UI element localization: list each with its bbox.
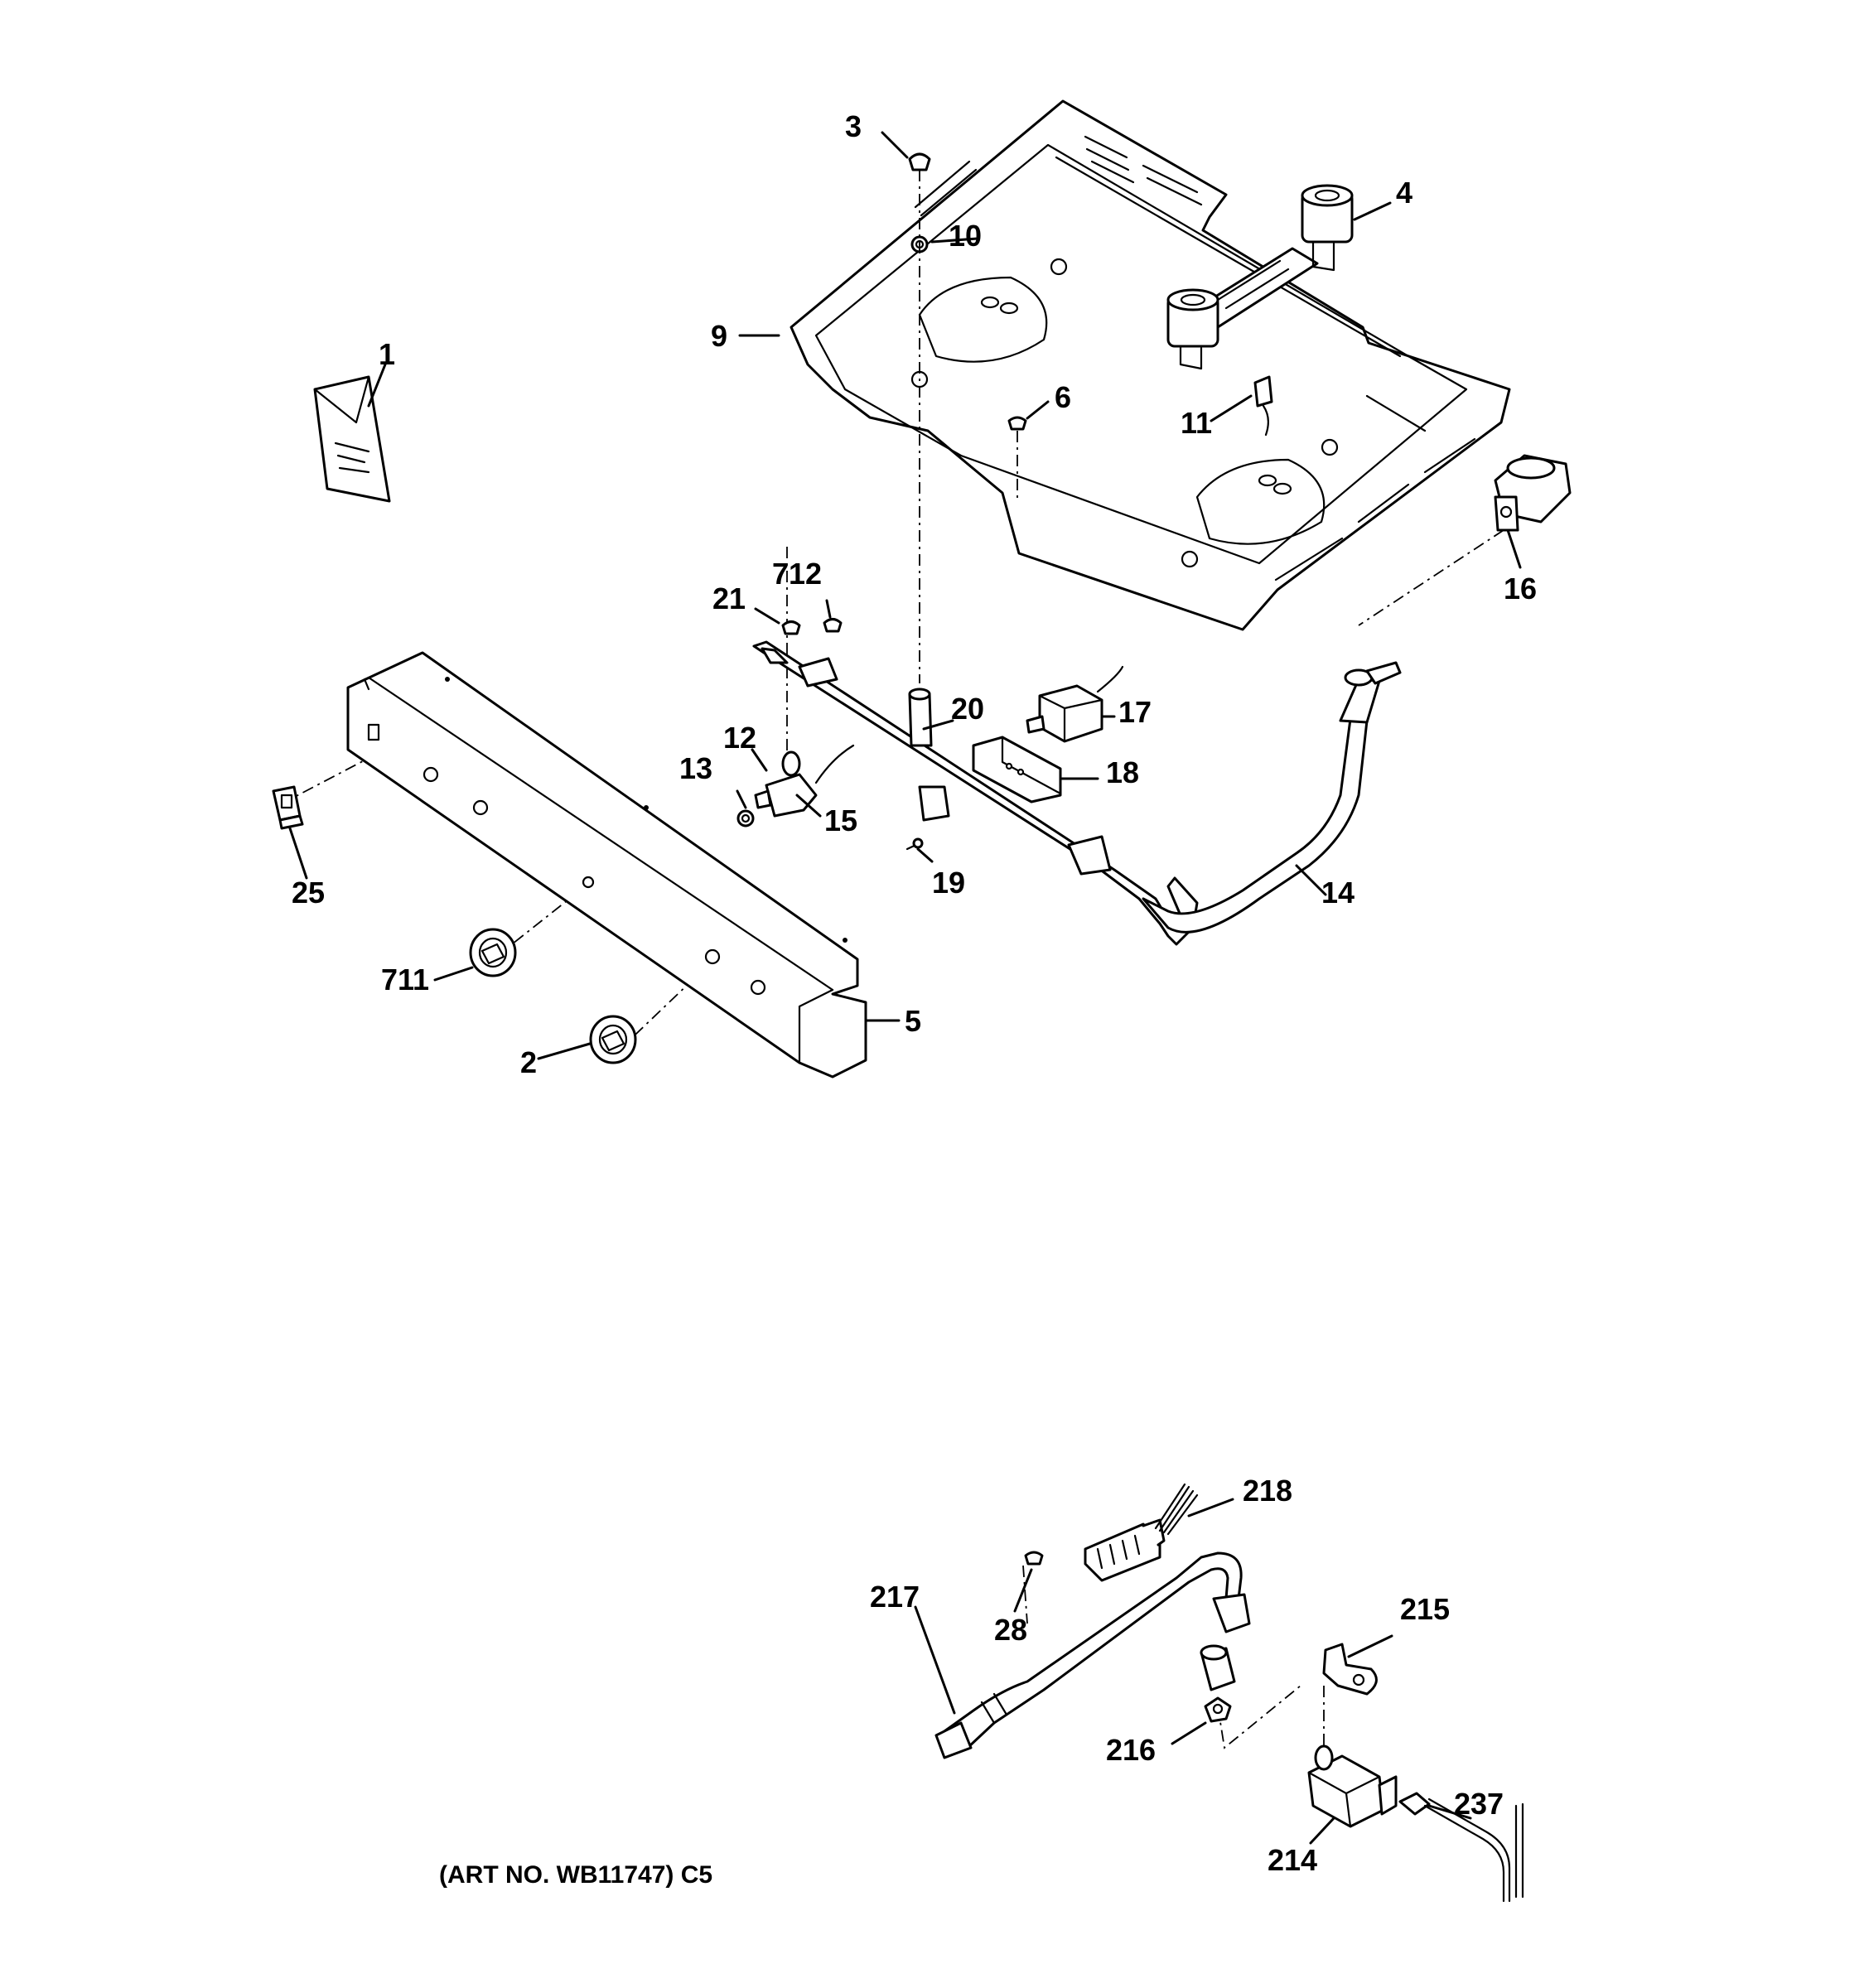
manifold-panel-part-5: [346, 651, 867, 1078]
pipe-stub-part-20: [908, 688, 933, 747]
art-number: (ART NO. WB11747) C5: [439, 1861, 712, 1889]
callout-17: 17: [1118, 695, 1152, 729]
callout-5: 5: [905, 1004, 921, 1038]
callout-216: 216: [1106, 1733, 1156, 1767]
callout-21: 21: [712, 581, 746, 615]
callout-16: 16: [1504, 572, 1537, 606]
callout-712: 712: [772, 557, 822, 591]
harness-part-218: [1084, 1483, 1199, 1582]
callout-20: 20: [951, 692, 984, 726]
tube-part-217: [934, 1551, 1251, 1759]
burner-box-part-9: [790, 99, 1511, 631]
callout-19: 19: [932, 866, 965, 900]
switch-part-25: [272, 785, 304, 830]
callout-14: 14: [1321, 876, 1355, 910]
bracket-part-215: [1322, 1643, 1378, 1696]
callout-214: 214: [1268, 1843, 1317, 1877]
burner-assembly-part-4: [1166, 184, 1354, 370]
screw-part-28: [1024, 1551, 1044, 1566]
switch-part-17: [1026, 665, 1124, 743]
callout-12: 12: [723, 721, 756, 755]
callout-11: 11: [1181, 406, 1212, 440]
bracket-part-18: [972, 736, 1062, 803]
callout-6: 6: [1055, 380, 1071, 414]
callout-4: 4: [1396, 176, 1412, 210]
callout-3: 3: [845, 109, 862, 143]
manifold-pipe-part-14: [752, 640, 1402, 946]
callout-13: 13: [679, 751, 712, 785]
callout-711: 711: [381, 963, 429, 996]
callout-28: 28: [994, 1613, 1027, 1647]
callout-15: 15: [824, 803, 857, 837]
callout-1: 1: [379, 337, 395, 371]
screw-part-6: [1007, 416, 1027, 431]
callout-9: 9: [711, 319, 727, 353]
valve-part-214: [1307, 1744, 1398, 1828]
callout-237: 237: [1454, 1787, 1504, 1821]
knob-part-2: [589, 1015, 637, 1064]
callout-215: 215: [1400, 1592, 1450, 1626]
tube-part-237: [1398, 1792, 1524, 1903]
washer-part-13: [736, 809, 755, 828]
screw-part-3: [908, 152, 931, 171]
callout-10: 10: [949, 219, 982, 253]
callout-217: 217: [870, 1580, 920, 1614]
knob-part-711: [469, 928, 517, 977]
sleeve-part-216: [1200, 1644, 1236, 1723]
screw-part-19: [905, 837, 924, 851]
valve-part-15: [754, 744, 855, 818]
regulator-part-16: [1494, 454, 1572, 532]
callout-18: 18: [1106, 755, 1139, 789]
callout-218: 218: [1243, 1474, 1292, 1508]
screw-part-712: [823, 618, 843, 633]
igniter-part-11: [1253, 375, 1273, 437]
literature-envelope-part-1: [313, 375, 391, 503]
callout-2: 2: [520, 1045, 537, 1079]
callout-25: 25: [292, 876, 325, 910]
screw-part-21: [781, 620, 801, 635]
